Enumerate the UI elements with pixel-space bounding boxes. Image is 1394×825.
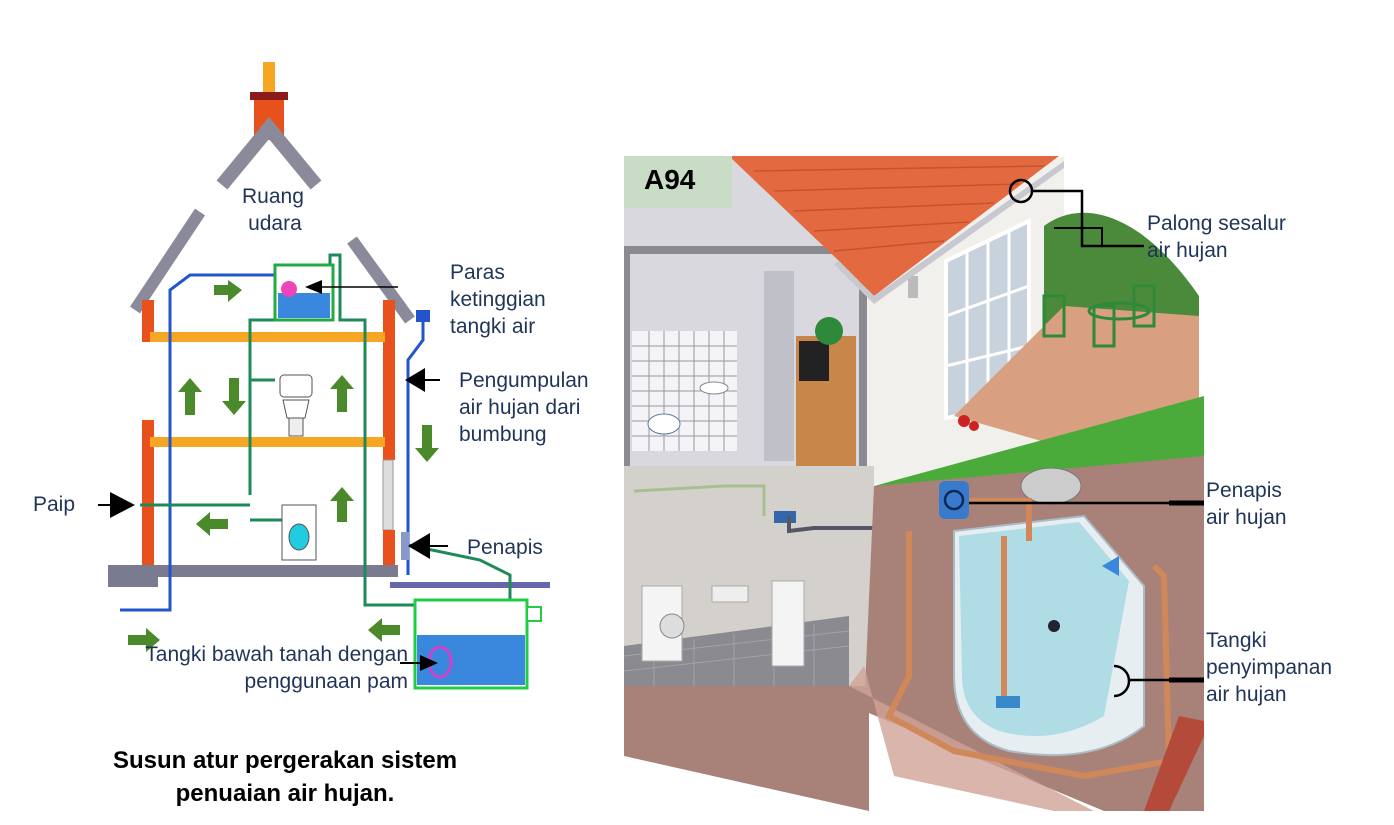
- wall: [142, 300, 154, 342]
- plant-icon: [815, 317, 843, 345]
- green-pipe: [248, 253, 442, 660]
- chimney-top: [263, 62, 275, 92]
- label-roof-collection: Pengumpulan air hujan dari bumbung: [459, 369, 589, 446]
- label-underground-tank: Tangki bawah tanah dengan penggunaan pam: [145, 643, 408, 693]
- sink-icon: [699, 381, 729, 395]
- house-schematic: [98, 62, 550, 690]
- filter-icon: [401, 532, 409, 560]
- label-storage-tank: Tangki penyimpanan air hujan: [1206, 629, 1333, 706]
- roof-peak: [216, 116, 322, 190]
- garden-chairs: [1042, 284, 1156, 348]
- pointer-arrows: [98, 368, 448, 671]
- float-icon: [281, 281, 297, 297]
- water-heater-icon: [771, 580, 805, 667]
- inlet-icon: [1102, 556, 1119, 576]
- rain-filter-icon: [939, 481, 969, 519]
- roof-left: [129, 208, 206, 314]
- toilet-icon: [647, 413, 681, 435]
- label-filter: Penapis: [467, 536, 543, 559]
- basement-sink-icon: [711, 585, 749, 603]
- wall-lamp-icon: [908, 276, 918, 298]
- diagram-caption: Susun atur pergerakan sistem penuaian ai…: [112, 747, 458, 807]
- pump-icon: [996, 696, 1020, 708]
- label-gutter: Palong sesalur air hujan: [1147, 212, 1286, 262]
- roof-right: [347, 236, 415, 324]
- label-pipe: Paip: [33, 493, 76, 516]
- label-rain-filter: Penapis air hujan: [1206, 479, 1287, 529]
- gutter-icon: [416, 310, 430, 322]
- blue-pipe: [120, 273, 330, 612]
- tank-highlight-bracket: [1113, 664, 1131, 698]
- flowers-icon: [958, 415, 970, 427]
- floor: [150, 332, 385, 342]
- float-switch-icon: [1048, 620, 1060, 632]
- toilet-icon: [279, 374, 313, 398]
- sewer-pipe: [1144, 716, 1204, 811]
- flow-arrows: [128, 280, 439, 652]
- ground-cutaway: [624, 686, 869, 811]
- house-illustration: [624, 156, 1204, 811]
- label-tank-level: Paras ketinggian tangki air: [450, 261, 546, 338]
- label-air-space: Ruang udara: [242, 185, 304, 235]
- figure-badge: A94: [624, 156, 732, 208]
